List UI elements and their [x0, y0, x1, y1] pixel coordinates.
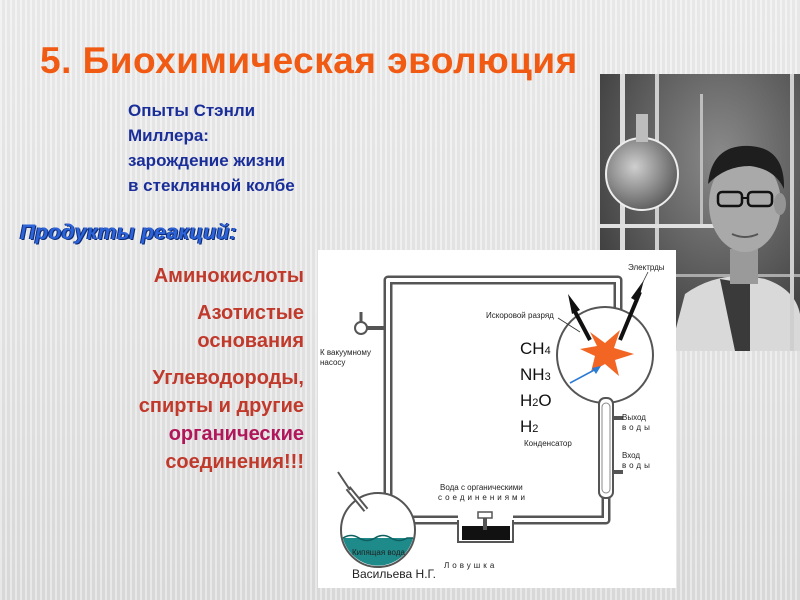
- gas-ammonia: NH3: [520, 363, 552, 389]
- gas-methane: CH4: [520, 337, 552, 363]
- gas-water: H2O: [520, 389, 552, 415]
- label-trap: Ловушка: [444, 561, 497, 570]
- label-water-organic-1: Вода с органическими: [440, 483, 523, 492]
- product-line: спирты и другие: [4, 392, 304, 420]
- label-water-out-1: Выход: [622, 413, 646, 422]
- product-nitrogen-bases: Азотистые основания: [4, 299, 304, 355]
- subtitle-line: в стеклянной колбе: [128, 173, 388, 198]
- product-line: соединения!!!: [4, 448, 304, 476]
- product-line: Аминокислоты: [4, 262, 304, 290]
- subtitle-line: зарождение жизни: [128, 148, 388, 173]
- subtitle-line: Миллера:: [128, 123, 388, 148]
- subtitle-line: Опыты Стэнли: [128, 98, 388, 123]
- miller-apparatus-diagram: Электрды Искоровой разряд К вакуумному н…: [318, 250, 676, 588]
- condenser: [599, 398, 613, 498]
- slide-title: 5. Биохимическая эволюция: [40, 40, 578, 82]
- product-line: Азотистые: [4, 299, 304, 327]
- vacuum-stopcock: [355, 322, 367, 334]
- label-vacuum-2: насосу: [320, 358, 345, 367]
- label-water-organic-2: соединениями: [438, 493, 528, 502]
- label-vacuum-1: К вакуумному: [320, 348, 371, 357]
- label-water-in-1: Вход: [622, 451, 640, 460]
- gas-hydrogen: H2: [520, 415, 552, 441]
- products-heading: Продукты реакций:: [20, 221, 237, 245]
- label-water-in-2: воды: [622, 461, 653, 470]
- product-line-accent: органические: [4, 420, 304, 448]
- label-boiling-water: Кипящая вода: [352, 548, 405, 557]
- label-water-out-2: воды: [622, 423, 653, 432]
- product-amino-acids: Аминокислоты: [4, 262, 304, 290]
- products-list: Аминокислоты Азотистые основания Углевод…: [4, 262, 304, 485]
- label-electrodes: Электрды: [628, 263, 665, 272]
- product-hydrocarbons: Углеводороды, спирты и другие органическ…: [4, 364, 304, 476]
- apparatus-svg: Электрды Искоровой разряд К вакуумному н…: [318, 250, 676, 588]
- product-line: основания: [4, 327, 304, 355]
- label-spark: Искоровой разряд: [486, 311, 554, 320]
- author-credit: Васильева Н.Г.: [352, 567, 436, 581]
- subtitle: Опыты Стэнли Миллера: зарождение жизни в…: [128, 98, 388, 198]
- gases-list: CH4 NH3 H2O H2: [520, 337, 552, 441]
- product-line: Углеводороды,: [4, 364, 304, 392]
